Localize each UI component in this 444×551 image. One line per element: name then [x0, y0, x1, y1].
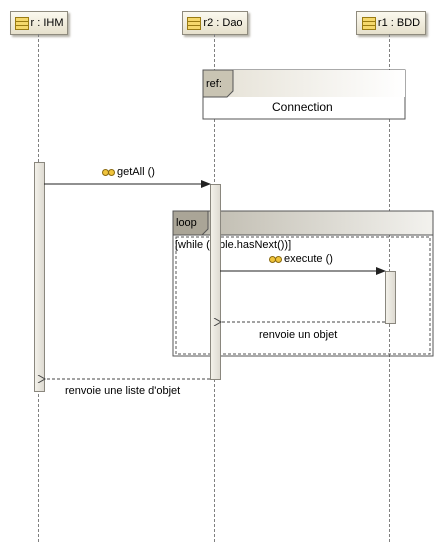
lifeline-head-dao[interactable]: r2 : Dao	[182, 11, 248, 35]
activation-ihm	[34, 162, 45, 392]
loop-guard: [while (table.hasNext())]	[175, 239, 292, 251]
ref-frame[interactable]	[202, 69, 406, 120]
activation-dao	[210, 184, 221, 380]
operation-icon	[269, 255, 282, 263]
lifeline-label-dao: r2 : Dao	[203, 17, 243, 29]
message-getall-label[interactable]: getAll ()	[102, 166, 155, 178]
class-icon	[187, 16, 202, 30]
class-icon	[14, 16, 29, 30]
activation-bdd	[385, 271, 396, 324]
ref-frame-name: Connection	[272, 100, 333, 114]
message-return-liste-label[interactable]: renvoie une liste d'objet	[65, 385, 181, 397]
ref-frame-tag: ref:	[206, 78, 222, 90]
loop-frame-tag: loop	[176, 217, 197, 229]
message-execute-label[interactable]: execute ()	[269, 253, 333, 265]
operation-icon	[102, 168, 115, 176]
lifeline-head-ihm[interactable]: r : IHM	[10, 11, 68, 35]
lifeline-label-bdd: r1 : BDD	[377, 17, 421, 29]
class-icon	[361, 16, 376, 30]
message-return-objet-label[interactable]: renvoie un objet	[259, 329, 338, 341]
lifeline-label-ihm: r : IHM	[30, 17, 64, 29]
message-execute-text: execute ()	[284, 253, 333, 265]
message-getall-text: getAll ()	[117, 166, 155, 178]
lifeline-head-bdd[interactable]: r1 : BDD	[356, 11, 426, 35]
